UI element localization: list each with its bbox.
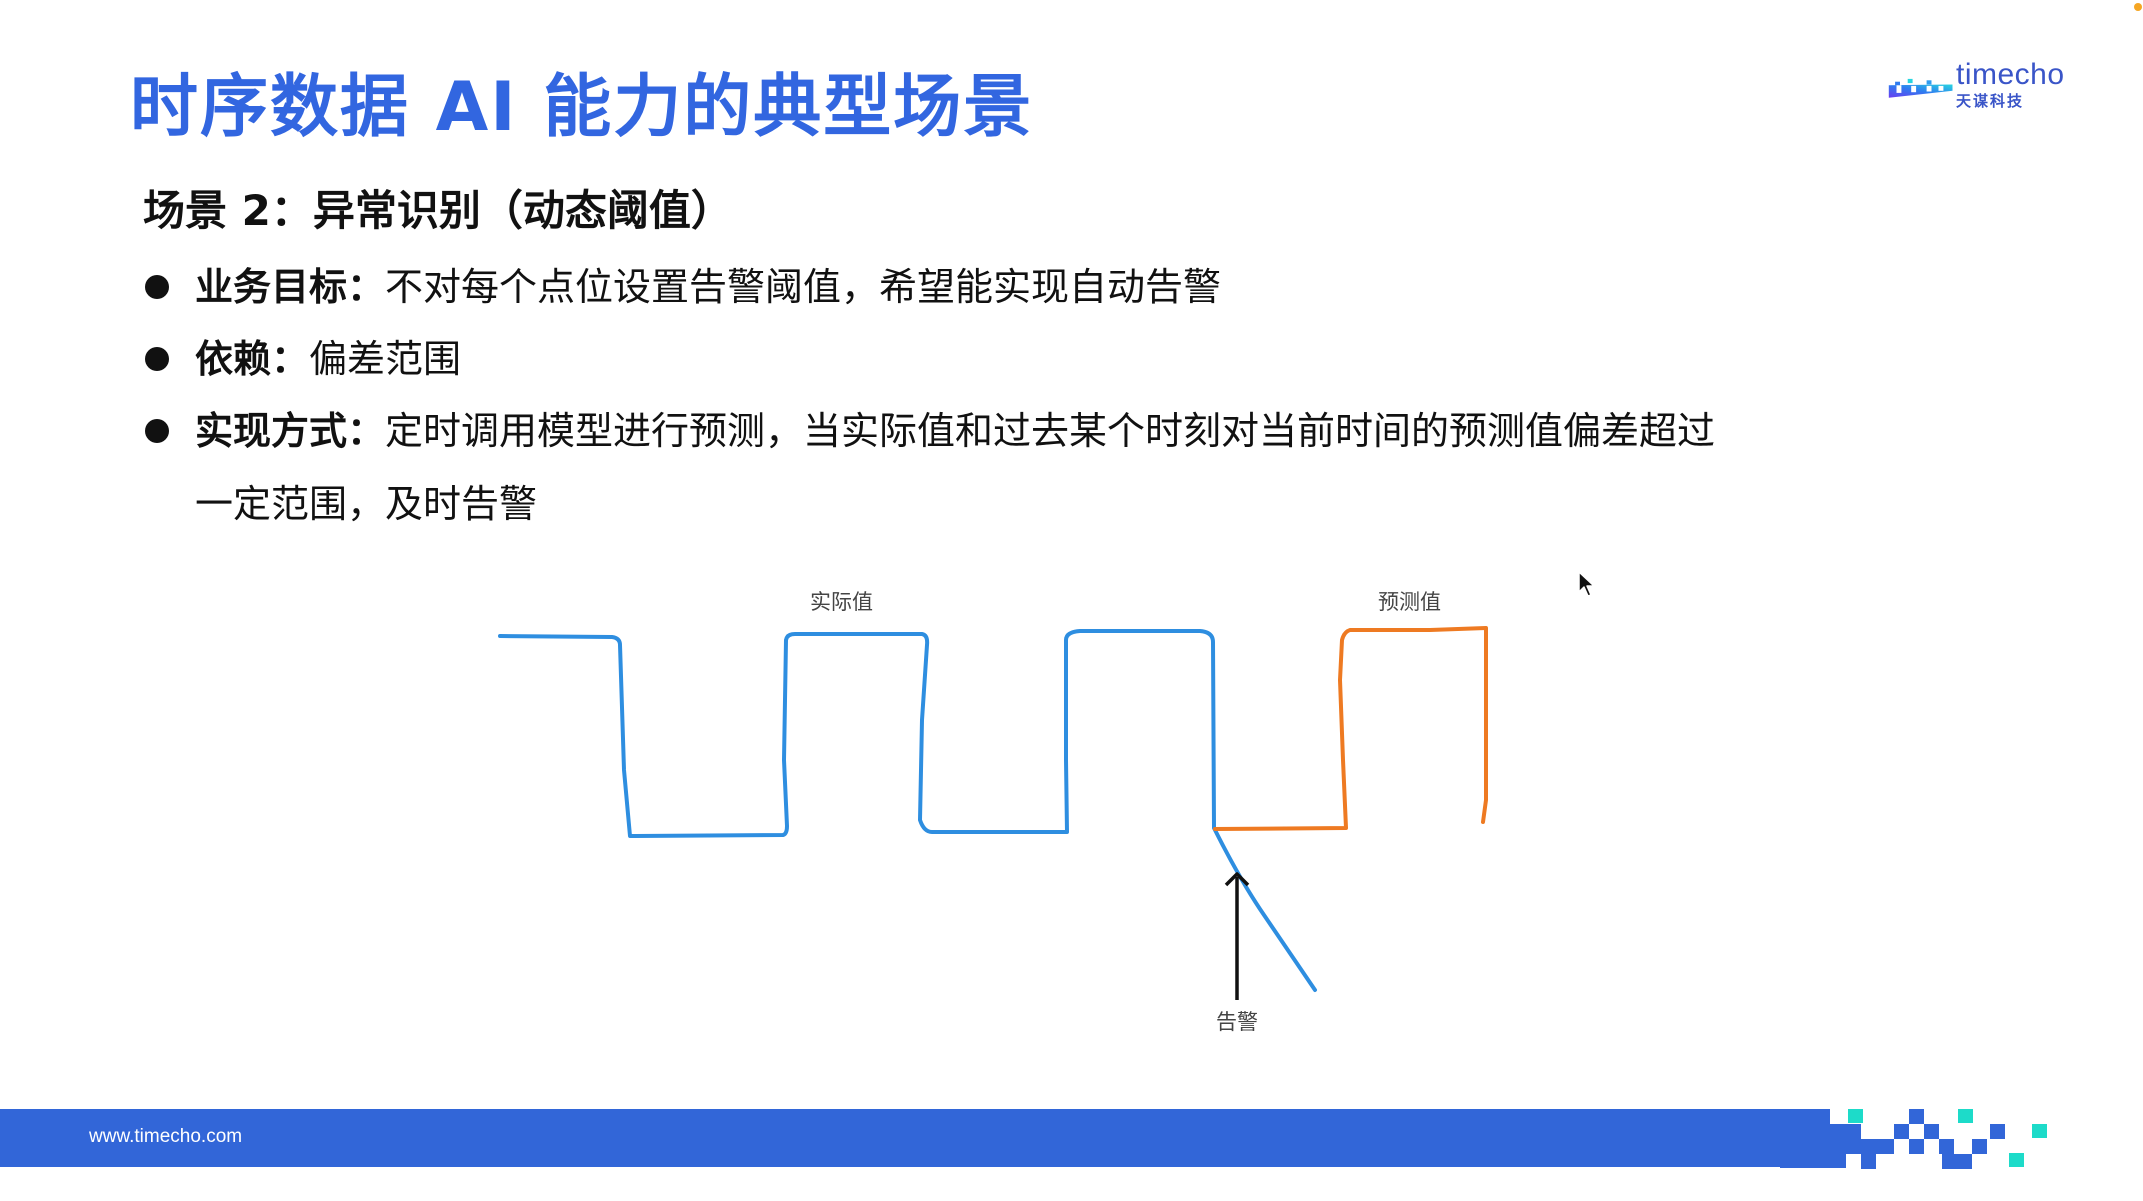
bullet-text: 定时调用模型进行预测，当实际值和过去某个时刻对当前时间的预测值偏差超过: [385, 409, 1716, 453]
actual-value-line: [498, 629, 1317, 992]
actual-value-label: 实际值: [810, 590, 873, 614]
predicted-value-line: [1213, 626, 1488, 831]
bullet-dot-icon: [145, 346, 169, 371]
footer-url-link[interactable]: www.timecho.com: [89, 1126, 243, 1147]
logo-brand-cn-text: 天谋科技: [1956, 92, 2025, 110]
bullet-label: 实现方式：: [195, 409, 386, 453]
footer-band: [0, 1109, 1830, 1167]
bullet-dependency: 依赖：偏差范围: [145, 336, 461, 382]
bullet-implementation-continuation: 一定范围，及时告警: [195, 482, 538, 526]
slide-title: 时序数据 AI 能力的典型场景: [130, 68, 1034, 147]
bullet-dot-icon: [145, 274, 169, 299]
alert-label: 告警: [1216, 1010, 1258, 1034]
pixel-mosaic-decoration-icon: [1780, 1109, 2047, 1169]
timecho-logo-icon: [1888, 78, 1953, 98]
mouse-cursor-icon: [1578, 571, 1595, 597]
bullet-business-goal: 业务目标：不对每个点位设置告警阈值，希望能实现自动告警: [145, 264, 1221, 310]
predicted-value-label: 预测值: [1378, 590, 1441, 614]
bullet-label: 业务目标：: [195, 265, 386, 309]
alert-arrow-icon: [1224, 872, 1250, 1000]
bullet-dot-icon: [145, 418, 169, 443]
bullet-implementation: 实现方式：定时调用模型进行预测，当实际值和过去某个时刻对当前时间的预测值偏差超过: [145, 408, 1715, 454]
bullet-text: 偏差范围: [309, 337, 462, 381]
bullet-label: 依赖：: [195, 337, 310, 381]
bullet-text: 不对每个点位设置告警阈值，希望能实现自动告警: [385, 265, 1222, 309]
scenario-subtitle: 场景 2：异常识别（动态阈值）: [143, 186, 733, 235]
logo-brand-text: timecho: [1956, 58, 2065, 91]
recording-indicator-icon: [2134, 3, 2142, 11]
